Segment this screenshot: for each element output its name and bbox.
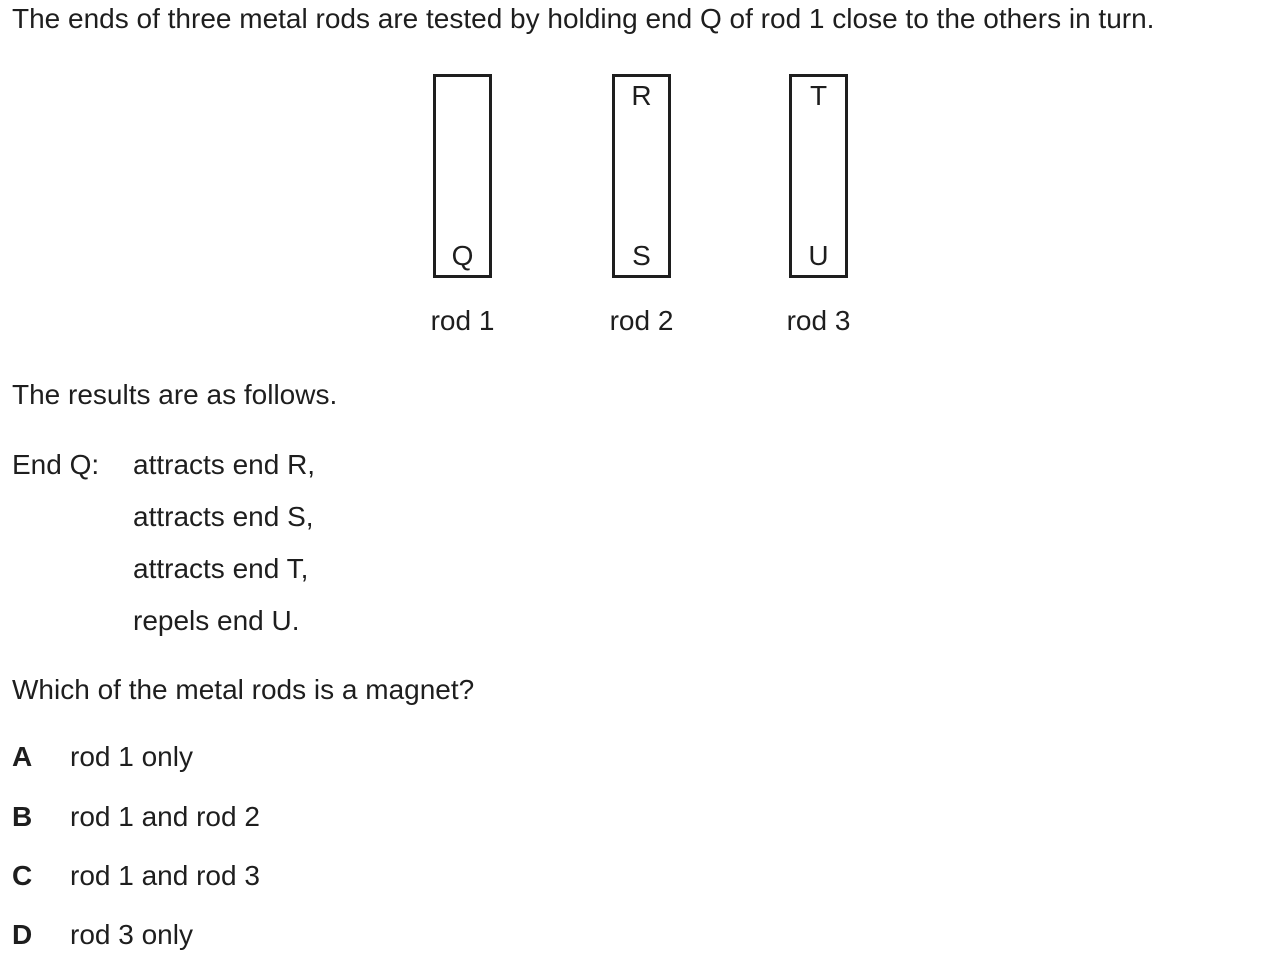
question-prompt-text: Which of the metal rods is a magnet? <box>12 674 475 705</box>
rod-1-bottom-end-label: Q <box>451 239 474 271</box>
result-item: attracts end R, <box>133 449 316 480</box>
option-d-letter: D <box>12 919 33 950</box>
rod-3-caption: rod 3 <box>786 305 851 336</box>
option-a-letter: A <box>12 741 33 772</box>
rod-3-outline: T U <box>789 74 848 278</box>
result-item: attracts end T, <box>133 553 309 584</box>
option-c-text: rod 1 and rod 3 <box>70 860 260 891</box>
rod-3-bottom-end-label: U <box>808 239 829 271</box>
rod-1-figure: Q rod 1 <box>431 74 494 336</box>
option-a-text: rod 1 only <box>70 741 193 772</box>
rod-2-outline: R S <box>612 74 671 278</box>
option-c-letter: C <box>12 860 33 891</box>
rod-2-bottom-end-label: S <box>632 239 651 271</box>
result-item: attracts end S, <box>133 501 314 532</box>
option-b-text: rod 1 and rod 2 <box>70 801 260 832</box>
results-label: End Q: <box>12 449 100 480</box>
option-b-letter: B <box>12 801 33 832</box>
results-intro-text: The results are as follows. <box>12 379 338 410</box>
rod-2-caption: rod 2 <box>609 305 674 336</box>
rods-diagram: Q rod 1 R S rod 2 T U rod 3 <box>0 0 1262 350</box>
option-d-text: rod 3 only <box>70 919 193 950</box>
rod-2-top-end-label: R <box>631 80 652 111</box>
rod-3-figure: T U rod 3 <box>787 74 850 336</box>
rod-1-caption: rod 1 <box>430 305 495 336</box>
rod-1-outline: Q <box>433 74 492 278</box>
rod-2-figure: R S rod 2 <box>610 74 673 336</box>
result-item: repels end U. <box>133 605 300 636</box>
rod-3-top-end-label: T <box>809 80 828 111</box>
question-intro-text: The ends of three metal rods are tested … <box>12 3 1155 34</box>
